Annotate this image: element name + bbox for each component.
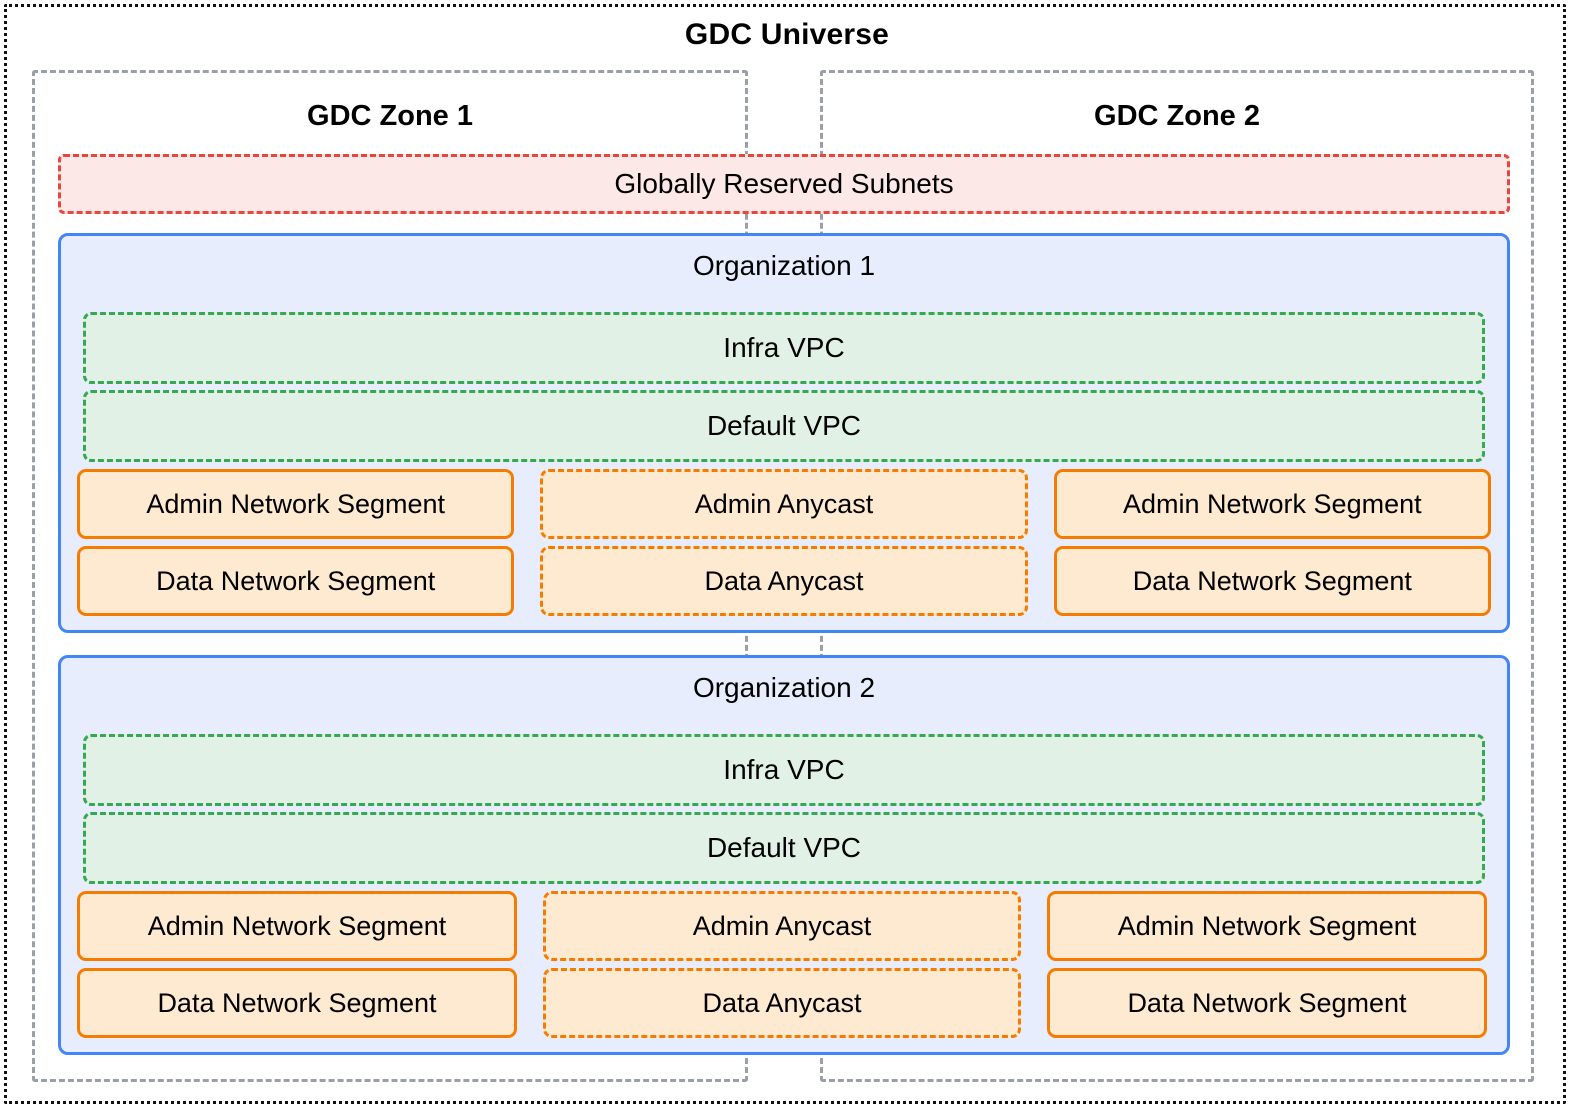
gdc-zone-2-title: GDC Zone 2: [1094, 100, 1260, 132]
organization-2-infra-vpc: Infra VPC: [83, 734, 1485, 806]
gdc-zone-1-title: GDC Zone 1: [307, 100, 473, 132]
organization-2-admin-anycast: Admin Anycast: [543, 891, 1021, 961]
organization-2-default-vpc: Default VPC: [83, 812, 1485, 884]
organization-2-admin-row: Admin Network Segment Admin Anycast Admi…: [77, 891, 1491, 961]
organization-1-zone2-admin-network-segment: Admin Network Segment: [1053, 469, 1492, 539]
gdc-universe-title: GDC Universe: [684, 18, 890, 51]
organization-1-admin-anycast: Admin Anycast: [540, 469, 1028, 539]
organization-2-zone1-admin-network-segment: Admin Network Segment: [77, 891, 517, 961]
organization-2-data-anycast: Data Anycast: [543, 968, 1021, 1038]
organization-1-title: Organization 1: [692, 250, 876, 281]
globally-reserved-subnets-box: Globally Reserved Subnets: [58, 154, 1510, 214]
organization-2-box: Organization 2 Infra VPC Default VPC Adm…: [58, 655, 1510, 1055]
organization-1-zone1-data-network-segment: Data Network Segment: [77, 546, 515, 616]
organization-1-data-row: Data Network Segment Data Anycast Data N…: [77, 546, 1492, 616]
organization-2-title: Organization 2: [692, 672, 876, 703]
organization-1-default-vpc: Default VPC: [83, 390, 1485, 462]
organization-1-zone2-data-network-segment: Data Network Segment: [1053, 546, 1492, 616]
organization-2-zone2-data-network-segment: Data Network Segment: [1047, 968, 1487, 1038]
organization-2-zone1-data-network-segment: Data Network Segment: [77, 968, 517, 1038]
gdc-universe-frame: [4, 4, 1566, 1104]
organization-1-zone1-admin-network-segment: Admin Network Segment: [77, 469, 515, 539]
organization-1-infra-vpc: Infra VPC: [83, 312, 1485, 384]
organization-1-admin-row: Admin Network Segment Admin Anycast Admi…: [77, 469, 1492, 539]
organization-2-zone2-admin-network-segment: Admin Network Segment: [1047, 891, 1487, 961]
organization-2-data-row: Data Network Segment Data Anycast Data N…: [77, 968, 1491, 1038]
organization-1-box: Organization 1 Infra VPC Default VPC Adm…: [58, 233, 1510, 633]
organization-1-data-anycast: Data Anycast: [540, 546, 1028, 616]
